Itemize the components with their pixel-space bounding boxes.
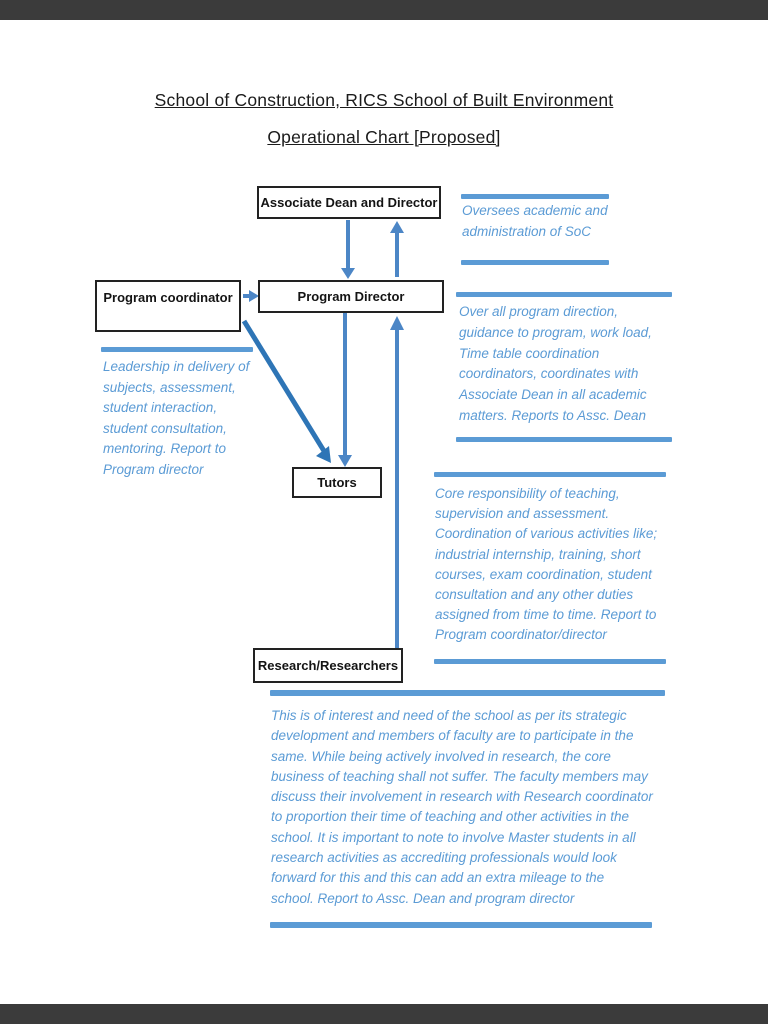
annotation-program-coordinator: Leadership in delivery of subjects, asse…	[103, 359, 250, 477]
arrowhead-up-icon	[390, 221, 404, 233]
org-box-tutors: Tutors	[292, 467, 382, 498]
divider-bar	[270, 690, 665, 696]
org-box-program-coordinator: Program coordinator	[95, 280, 241, 332]
arrowhead-diagonal-icon	[316, 446, 331, 463]
org-box-associate-dean: Associate Dean and Director	[257, 186, 441, 219]
divider-bar	[270, 922, 652, 928]
viewer-bottom-bar	[0, 1004, 768, 1024]
annotation-associate-dean: Oversees academic and administration of …	[462, 203, 608, 239]
divider-bar	[434, 659, 666, 664]
title-line-2: Operational Chart [Proposed]	[267, 127, 501, 147]
divider-bar	[101, 347, 253, 352]
annotation-tutors: Core responsibility of teaching, supervi…	[435, 486, 658, 643]
page-title: School of Construction, RICS School of B…	[0, 90, 768, 164]
divider-bar	[456, 437, 672, 442]
divider-bar	[434, 472, 666, 477]
title-line-1: School of Construction, RICS School of B…	[154, 90, 614, 110]
viewer-top-bar	[0, 0, 768, 20]
divider-bar	[456, 292, 672, 297]
annotation-program-director: Over all program direction, guidance to …	[459, 304, 652, 423]
divider-bar	[461, 260, 609, 265]
org-box-program-director: Program Director	[258, 280, 444, 313]
arrowhead-down-icon	[341, 268, 355, 279]
divider-bar	[461, 194, 609, 199]
arrowhead-up-icon	[390, 316, 404, 330]
arrowhead-down-icon	[338, 455, 352, 467]
annotation-research: This is of interest and need of the scho…	[271, 708, 653, 906]
org-box-research-researchers: Research/Researchers	[253, 648, 403, 683]
